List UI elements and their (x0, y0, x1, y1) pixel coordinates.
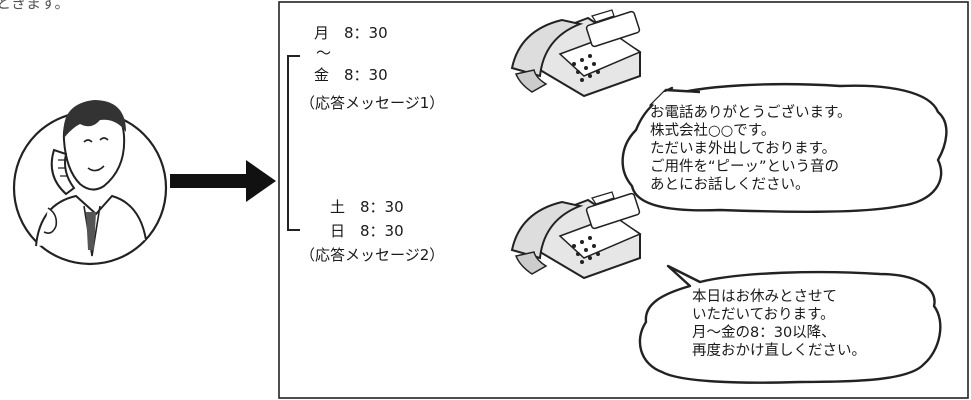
bubble-1-line: ただいま外出しております。 (650, 141, 837, 157)
schedule-1-end: 金 8：30 (314, 66, 388, 84)
schedule-2-end: 日 8：30 (330, 222, 404, 240)
arrow-right-icon (170, 160, 276, 202)
answering-machine-phone-icon-2 (510, 191, 642, 280)
bubble-1-line: ご用件を“ピーッ”という音の (650, 159, 840, 175)
person-on-phone-icon (12, 100, 168, 266)
schedule-frame (278, 1, 969, 399)
bubble-2-line: 再度おかけ直しください。 (692, 343, 866, 359)
bubble-2-line: 本日はお休みとさせて (692, 289, 837, 305)
header-fragment: ときます。 (0, 0, 70, 12)
schedule-2-start: 土 8：30 (330, 198, 404, 216)
schedule-1-tilde: 〜 (316, 44, 332, 62)
bubble-2-text: 本日はお休みとさせて いただいております。 月〜金の8：30以降、 再度おかけ直… (692, 288, 866, 360)
schedule-1-message: （応答メッセージ1） (300, 94, 445, 112)
bubble-1-line: お電話ありがとうございます。 (650, 105, 852, 121)
schedule-1-start: 月 8：30 (314, 24, 388, 42)
speech-bubble-2 (638, 264, 942, 384)
bubble-1-text: お電話ありがとうございます。 株式会社○○です。 ただいま外出しております。 ご… (650, 104, 852, 194)
bubble-1-line: 株式会社○○です。 (650, 123, 776, 139)
bubble-2-line: いただいております。 (692, 307, 835, 323)
schedule-bracket (287, 55, 300, 231)
answering-machine-phone-icon (510, 9, 642, 98)
schedule-2-message: （応答メッセージ2） (300, 246, 445, 264)
bubble-1-line: あとにお話しください。 (650, 177, 810, 193)
bubble-2-line: 月〜金の8：30以降、 (692, 325, 836, 341)
